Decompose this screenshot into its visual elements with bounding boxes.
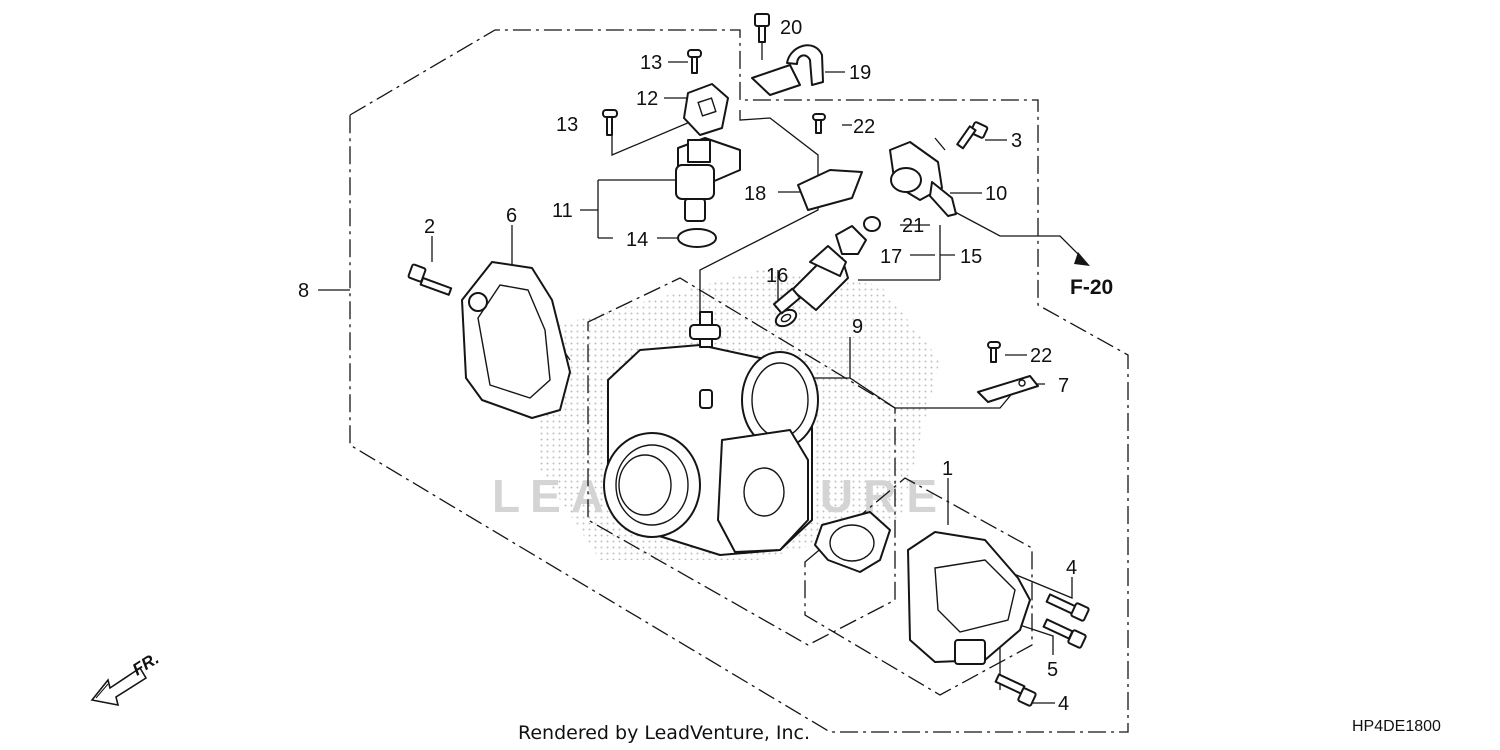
throttle-body-group-outline [587,277,896,646]
callout-15: 15 [960,246,982,268]
assembly-boundary [349,29,1129,733]
retainer-part-12 [683,83,729,136]
sensor-part-11 [675,137,741,222]
screw-part-13-upper [687,49,702,74]
callout-14: 14 [626,229,648,251]
sensor-part-10 [889,141,957,217]
reference-arrowhead [1074,252,1090,266]
screw-part-22-upper [812,113,826,134]
stay-part-18 [797,169,863,211]
callout-2: 2 [424,216,435,238]
clamp-part-19 [751,44,824,96]
screw-part-22-lower [987,341,1001,363]
callout-13-upper: 13 [640,52,662,74]
bolt-part-2 [407,263,453,296]
callout-11: 11 [552,200,573,222]
callout-17: 17 [880,246,902,268]
cover-part-6 [461,261,571,419]
diagram-code: HP4DE1800 [1352,718,1441,735]
callout-4-lower: 4 [1058,693,1069,715]
gasket [814,511,891,573]
callout-12: 12 [636,88,658,110]
callout-10: 10 [985,183,1007,205]
screw-part-13-lower [602,109,618,136]
callout-21: 21 [902,215,924,237]
stay-part-7 [977,375,1039,403]
o-ring-part-14 [677,228,717,248]
seal-part-16 [774,308,798,328]
reference-label-f20: F-20 [1070,276,1113,299]
callout-5: 5 [1047,659,1058,681]
cushion-part-17 [835,225,867,255]
injector-part-15 [772,245,849,315]
bolt-part-20 [754,13,770,43]
callout-16: 16 [766,265,788,287]
callout-22-upper: 22 [853,116,875,138]
footer-credit: Rendered by LeadVenture, Inc. [518,722,810,744]
callout-20: 20 [780,17,802,39]
callout-13-lower: 13 [556,114,578,136]
callout-3: 3 [1011,130,1022,152]
callout-18: 18 [744,183,766,205]
sensor-unit-part-1 [907,531,1031,665]
bolt-part-4-upper [1045,593,1090,622]
callout-22-lower: 22 [1030,345,1052,367]
callout-numbers: 1 2 3 4 4 5 6 7 8 9 10 11 12 13 13 14 15… [298,17,1077,715]
throttle-body-part-9 [603,311,819,556]
bolt-part-4-lower [994,673,1037,707]
o-ring-part-21 [863,216,881,232]
callout-9: 9 [852,316,863,338]
callout-6: 6 [506,205,517,227]
callout-1: 1 [942,458,953,480]
callout-8: 8 [298,280,309,302]
sensor-group-outline [804,477,1033,696]
bolt-part-3 [956,121,989,150]
bolt-part-5 [1042,618,1087,649]
front-direction-arrow [90,666,148,707]
callout-7: 7 [1058,375,1069,397]
callout-4-upper: 4 [1066,557,1077,579]
callout-19: 19 [849,62,871,84]
